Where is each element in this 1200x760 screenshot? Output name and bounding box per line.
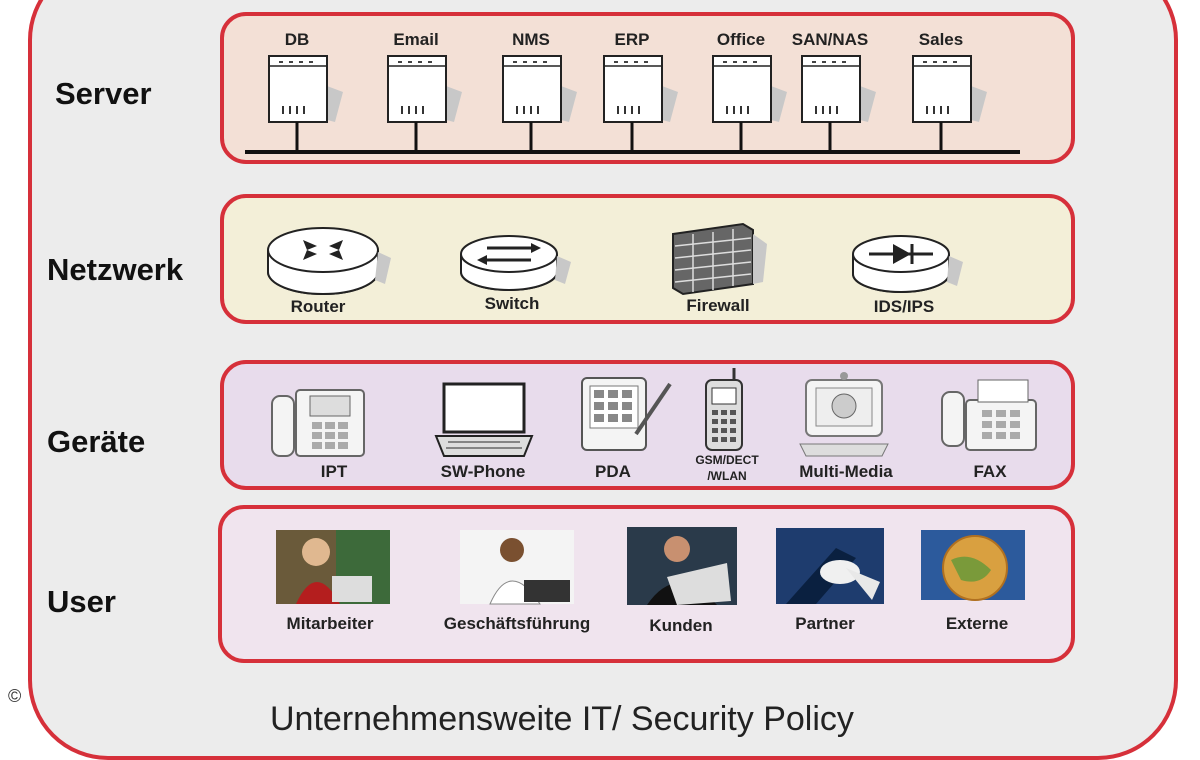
network-label-idsips: IDS/IPS [873, 297, 935, 316]
server-icon [387, 55, 462, 152]
network-label-firewall: Firewall [686, 296, 750, 315]
server-icon [603, 55, 678, 152]
server-label-sannas: SAN/NAS [791, 30, 869, 49]
device-label-3: GSM/DECT /WLAN [695, 453, 759, 483]
server-label-office: Office [716, 30, 766, 49]
device-label-4: Multi-Media [799, 462, 893, 481]
server-bus-line [245, 150, 1020, 154]
user-label-0: Mitarbeiter [286, 614, 374, 633]
idsips-icon [852, 235, 963, 293]
user-label-3: Partner [795, 614, 855, 633]
employee-photo [276, 530, 390, 604]
mobile-phone-icon [705, 368, 743, 451]
device-label-5: FAX [973, 462, 1007, 481]
server-label-nms: NMS [512, 30, 550, 49]
server-label-erp: ERP [614, 30, 650, 49]
network-label-switch: Switch [484, 294, 540, 313]
server-label-sales: Sales [918, 30, 964, 49]
network-label-router: Router [290, 297, 346, 316]
server-icon [268, 55, 343, 152]
server-label-email: Email [393, 30, 439, 49]
device-label-0: IPT [320, 462, 348, 481]
server-icon [801, 55, 876, 152]
switch-icon [460, 235, 571, 291]
laptop-icon [434, 382, 534, 457]
management-photo [460, 530, 574, 605]
external-photo [921, 530, 1025, 601]
device-label-1: SW-Phone [440, 462, 526, 481]
router-icon [267, 227, 391, 295]
partner-photo [776, 528, 884, 604]
server-label-db: DB [284, 30, 310, 49]
user-label-1: Geschäftsführung [443, 614, 591, 633]
multimedia-terminal-icon [799, 372, 889, 457]
user-label-4: Externe [945, 614, 1009, 633]
server-icon [502, 55, 577, 152]
layer-label-netzwerk: Netzwerk [47, 252, 184, 287]
layer-label-user: User [47, 584, 116, 619]
fax-icon [941, 379, 1037, 451]
device-label-2: PDA [595, 462, 631, 481]
copyright-mark: © [8, 686, 22, 706]
phone-icon [271, 389, 365, 457]
server-icon [712, 55, 787, 152]
firewall-icon [672, 222, 767, 296]
pda-icon [581, 377, 672, 451]
user-label-2: Kunden [649, 616, 713, 635]
layer-label-server: Server [55, 76, 152, 111]
server-icon [912, 55, 987, 152]
customer-photo [627, 527, 737, 605]
layer-label-geraete: Geräte [47, 424, 146, 459]
